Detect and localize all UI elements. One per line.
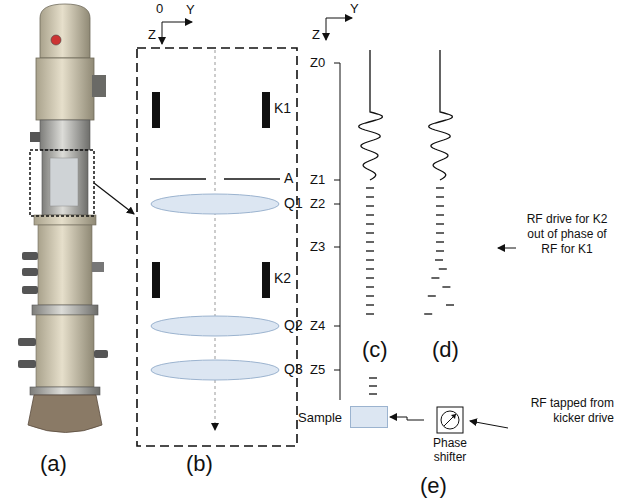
- part-label: Z: [148, 28, 156, 42]
- part-label: (e): [420, 474, 447, 498]
- node-label: Phase shifter: [424, 436, 476, 465]
- phase-shifter: Phase shifter: [424, 406, 476, 465]
- part-label: Z3: [310, 240, 325, 254]
- note-arrow: [498, 248, 516, 249]
- part-label: Q3: [284, 362, 303, 377]
- part-label: Q2: [284, 318, 303, 333]
- part-label: Y: [186, 3, 195, 17]
- part-label: Q1: [284, 196, 303, 211]
- signal-arrow: [390, 417, 424, 420]
- note-text: RF drive for K2 out of phase of RF for K…: [518, 212, 616, 257]
- part-label: (b): [186, 452, 213, 476]
- node-label: Sample: [298, 410, 342, 425]
- part-label: Z1: [310, 173, 325, 187]
- part-label: Z4: [310, 319, 325, 333]
- column-photo: [18, 4, 134, 433]
- part-label: A: [284, 171, 293, 186]
- phase-shifter-symbol: [436, 406, 464, 434]
- column-schematic: [137, 22, 297, 446]
- rf-arrow: [470, 421, 508, 428]
- part-label: K1: [274, 101, 291, 116]
- part-label: (d): [432, 338, 459, 362]
- part-label: Z2: [310, 197, 325, 211]
- part-label: K2: [274, 271, 291, 286]
- part-label: 0: [156, 2, 163, 16]
- part-label: Z: [312, 28, 320, 42]
- part-label: (c): [362, 338, 388, 362]
- note-text: RF tapped from kicker drive: [508, 396, 614, 426]
- part-label: Z0: [310, 56, 325, 70]
- z-scale: [326, 18, 352, 400]
- sample-stage: Sample: [298, 406, 388, 428]
- part-label: Z5: [310, 363, 325, 377]
- part-label: Y: [350, 2, 359, 16]
- sample-box: [350, 406, 388, 428]
- part-label: (a): [40, 452, 67, 476]
